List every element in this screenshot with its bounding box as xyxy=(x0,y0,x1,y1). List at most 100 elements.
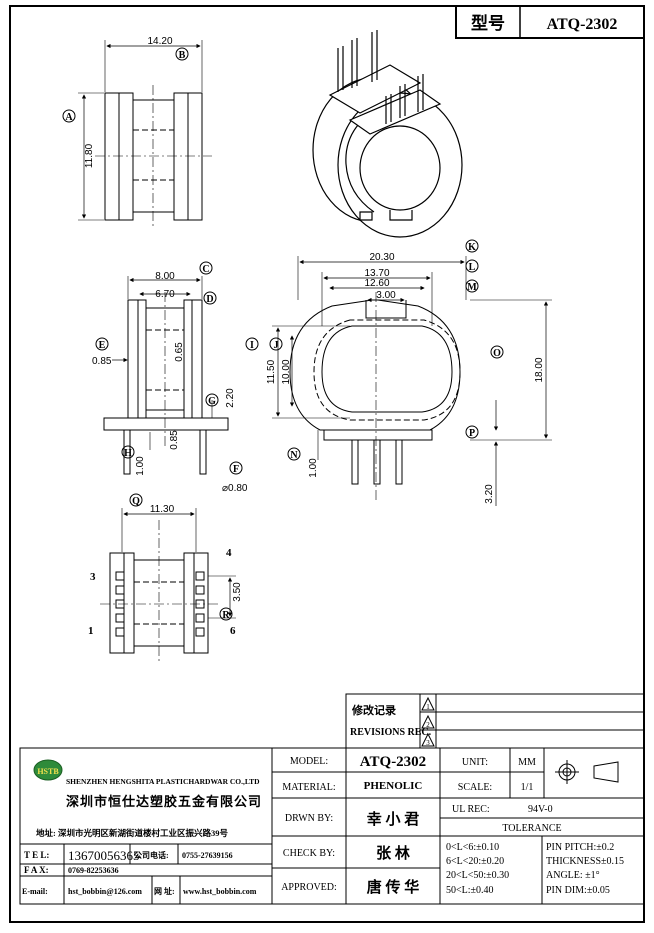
svg-text:M: M xyxy=(467,282,477,293)
model-label: MODEL: xyxy=(290,756,328,767)
dim-front-h2: 10.00 xyxy=(281,359,292,384)
svg-text:Q: Q xyxy=(132,496,140,507)
svg-text:C: C xyxy=(202,264,209,275)
callout-e: E xyxy=(95,337,109,351)
dim-front-inner: 12.60 xyxy=(364,278,389,289)
tol-pin-pitch: PIN PITCH:±0.2 xyxy=(546,842,614,853)
office-tel-label: 公司电话: xyxy=(134,850,169,860)
spec-block xyxy=(271,747,645,905)
title-block-top: 型号 ATQ-2302 xyxy=(455,5,645,39)
dim-side-pin-len: 1.00 xyxy=(135,456,146,476)
callout-d: D xyxy=(203,291,217,305)
tol-thickness: THICKNESS±0.15 xyxy=(546,856,624,867)
callout-p: P xyxy=(465,425,479,439)
pin-label-1: 1 xyxy=(88,625,94,637)
ul-label: UL REC: xyxy=(452,804,490,815)
dim-front-pin-len: 1.00 xyxy=(308,458,319,478)
pin-label-6: 6 xyxy=(230,625,236,637)
unit-value: MM xyxy=(518,757,536,768)
revision-rec-label: REVISIONS REC. xyxy=(350,727,432,738)
front-view xyxy=(272,256,552,506)
dim-front-slot: 3.00 xyxy=(376,290,396,301)
tol-2: 6<L<20:±0.20 xyxy=(446,856,504,867)
dim-front-h1: 11.50 xyxy=(266,359,277,384)
tol-4: 50<L:±0.40 xyxy=(446,885,494,896)
model-value: ATQ-2302 xyxy=(360,754,426,770)
revision-mark-2: 2 xyxy=(426,721,430,729)
callout-r: R xyxy=(219,607,233,621)
fax-label: F A X: xyxy=(24,865,49,875)
callout-q: Q xyxy=(129,493,143,507)
callout-i: I xyxy=(245,337,259,351)
drawn-value: 幸 小 君 xyxy=(367,811,420,828)
callout-g: G xyxy=(205,393,219,407)
company-logo: HSTB xyxy=(33,759,63,781)
revision-record-label: 修改记录 xyxy=(351,703,396,717)
dim-front-outer: 20.30 xyxy=(369,252,394,263)
callout-c: C xyxy=(199,261,213,275)
approved-value: 唐 传 华 xyxy=(367,878,420,896)
web-value: www.hst_bobbin.com xyxy=(183,887,257,896)
scale-value: 1/1 xyxy=(521,782,534,793)
unit-label: UNIT: xyxy=(462,757,488,768)
isometric-view xyxy=(312,30,463,238)
pin-label-3: 3 xyxy=(90,571,96,583)
tel-label: T E L: xyxy=(24,850,49,860)
svg-text:HSTB: HSTB xyxy=(37,767,59,776)
tolerance-label: TOLERANCE xyxy=(502,823,561,834)
pin-label-4: 4 xyxy=(226,547,232,559)
tol-pin-dim: PIN DIM:±0.05 xyxy=(546,885,610,896)
company-name-cn: 深圳市恒仕达塑胶五金有限公司 xyxy=(66,794,262,809)
bottom-view xyxy=(100,508,236,664)
revision-block xyxy=(345,693,645,749)
svg-text:F: F xyxy=(233,464,239,475)
callout-m: M xyxy=(465,279,479,293)
dim-side-inner: 6.70 xyxy=(155,289,175,300)
svg-text:E: E xyxy=(99,340,106,351)
material-label: MATERIAL: xyxy=(282,782,335,793)
dim-pin-dia: ⌀0.80 xyxy=(222,483,248,494)
scale-label: SCALE: xyxy=(458,782,492,793)
dim-bottom-width: 11.30 xyxy=(150,504,175,515)
dim-top-height: 11.80 xyxy=(84,143,95,168)
callout-h: H xyxy=(121,445,135,459)
svg-text:J: J xyxy=(274,340,279,351)
part-number: ATQ-2302 xyxy=(547,16,618,33)
callout-b: B xyxy=(175,47,189,61)
svg-text:P: P xyxy=(469,428,475,439)
callout-a: A xyxy=(62,109,76,123)
svg-text:O: O xyxy=(493,348,501,359)
svg-text:D: D xyxy=(206,294,213,305)
svg-text:N: N xyxy=(290,450,298,461)
tol-3: 20<L<50:±0.30 xyxy=(446,870,509,881)
web-label: 网 址: xyxy=(154,886,175,896)
svg-text:R: R xyxy=(222,610,230,621)
side-view xyxy=(103,276,229,475)
tol-1: 0<L<6:±0.10 xyxy=(446,842,499,853)
ul-value: 94V-0 xyxy=(528,804,553,815)
svg-text:H: H xyxy=(124,448,132,459)
company-address: 地址: 深圳市光明区新湖街道楼村工业区振兴路39号 xyxy=(36,828,228,838)
callout-j: J xyxy=(269,337,283,351)
svg-text:K: K xyxy=(468,242,476,253)
projection-symbol-icon xyxy=(555,760,619,784)
callout-k: K xyxy=(465,239,479,253)
dim-side-mid: 0.65 xyxy=(174,342,185,362)
material-value: PHENOLIC xyxy=(364,780,423,792)
office-tel-value: 0755-27639156 xyxy=(182,851,233,860)
check-label: CHECK BY: xyxy=(283,848,335,859)
callout-n: N xyxy=(287,447,301,461)
revision-mark-3: 3 xyxy=(426,739,430,747)
callout-f: F xyxy=(229,461,243,475)
tel-value: 13670056365 xyxy=(68,848,140,863)
check-value: 张 林 xyxy=(376,844,411,862)
callout-l: L xyxy=(465,259,479,273)
dim-front-pin-ext: 3.20 xyxy=(484,484,495,504)
dim-side-base: 0.85 xyxy=(169,430,180,450)
svg-text:G: G xyxy=(208,396,216,407)
email-value: hst_bobbin@126.com xyxy=(68,887,142,896)
dim-pin-pitch: 3.50 xyxy=(232,582,243,602)
company-name-en: SHENZHEN HENGSHITA PLASTICHARDWAR CO.,LT… xyxy=(66,777,260,786)
type-label: 型号 xyxy=(471,13,505,33)
revision-mark-1: 1 xyxy=(426,703,430,711)
